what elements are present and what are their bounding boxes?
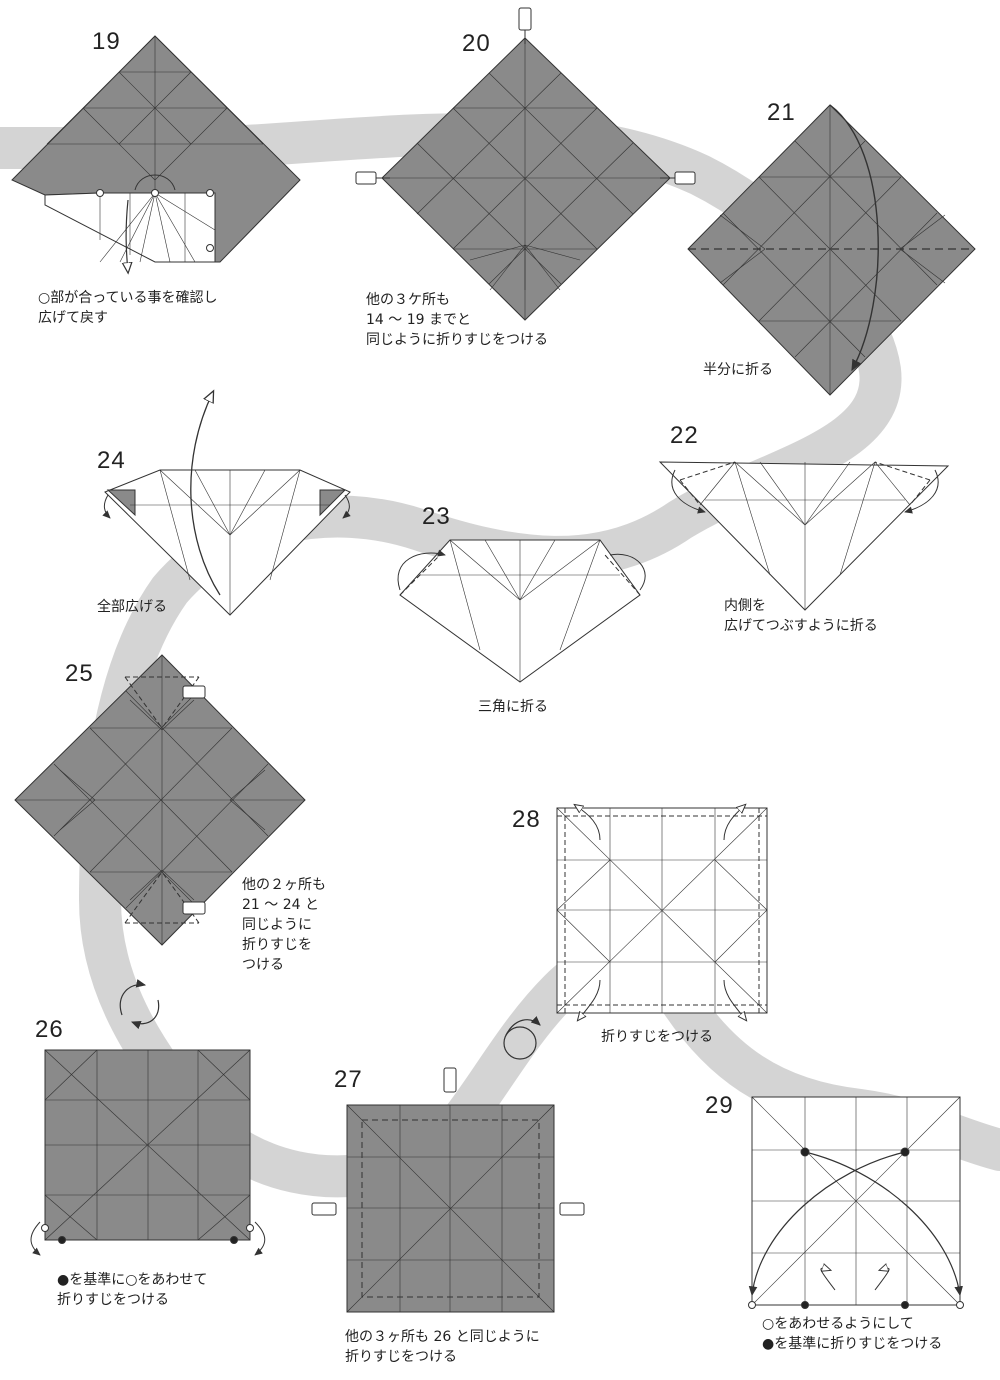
step-caption: 折りすじをつける: [601, 1029, 713, 1045]
step-19-diagram: [11, 35, 301, 272]
pointing-hand-icon: [311, 1067, 585, 1216]
flip-over-icon: [503, 1016, 541, 1060]
step-22-diagram: [658, 461, 950, 611]
step-caption: ○をあわせるようにして ●を基準に折りすじをつける: [762, 1316, 943, 1352]
pointing-hand-icon: [182, 685, 206, 915]
step-caption: 他の２ヶ所も 21 ～ 24 と 同じように 折りすじを つける: [242, 877, 326, 973]
step-27-diagram: [346, 1104, 555, 1313]
step-number: 28: [512, 806, 541, 833]
step-caption: 三角に折る: [478, 699, 548, 715]
step-24-diagram: [102, 392, 351, 616]
step-number: 21: [767, 99, 796, 126]
step-caption: 半分に折る: [703, 362, 773, 378]
step-caption: 他の３ケ所も 14 ～ 19 までと 同じように折りすじをつける: [366, 292, 548, 348]
step-number: 25: [65, 660, 94, 687]
step-number: 20: [462, 30, 491, 57]
step-caption: 全部広げる: [97, 599, 167, 615]
step-caption: ●を基準に○をあわせて 折りすじをつける: [57, 1272, 208, 1308]
step-20-diagram: [381, 37, 671, 321]
step-29-diagram: [748, 1096, 964, 1309]
step-number: 24: [97, 447, 126, 474]
step-23-diagram: [397, 539, 646, 683]
step-number: 19: [92, 28, 121, 55]
step-21-diagram: [687, 104, 976, 396]
step-caption: 内側を 広げてつぶすように折る: [724, 598, 878, 634]
step-26-diagram: [30, 1049, 266, 1256]
step-number: 27: [334, 1066, 363, 1093]
step-number: 26: [35, 1016, 64, 1043]
step-number: 22: [670, 422, 699, 449]
rotate-icon: [119, 979, 160, 1030]
step-number: 23: [422, 503, 451, 530]
step-28-diagram: [556, 805, 768, 1020]
pointing-hand-icon: [355, 7, 696, 185]
step-number: 29: [705, 1092, 734, 1119]
step-caption: ○部が合っている事を確認し 広げて戻す: [38, 290, 218, 326]
step-caption: 他の３ヶ所も 26 と同じように 折りすじをつける: [345, 1329, 540, 1365]
